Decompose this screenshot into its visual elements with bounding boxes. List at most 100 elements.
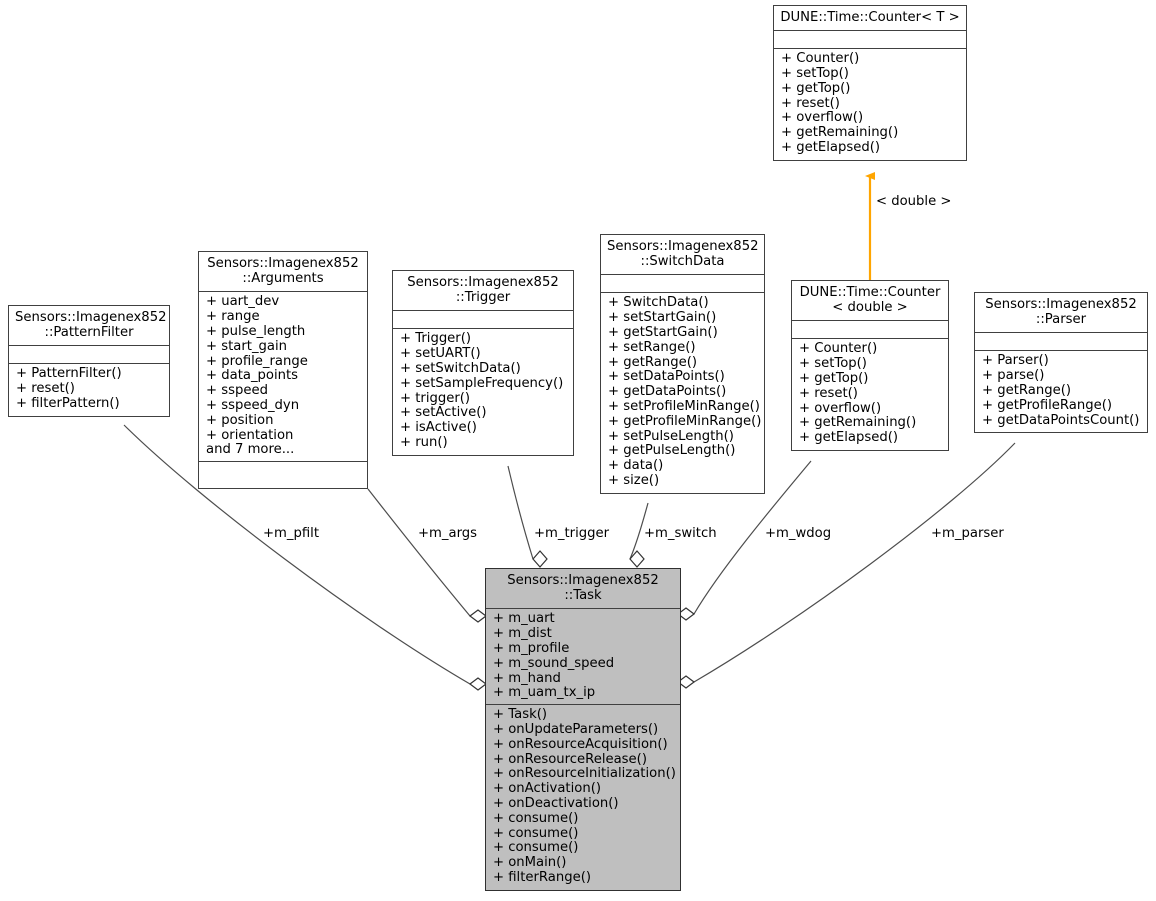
operation-row: + setActive(): [400, 405, 487, 421]
edge-label-m-pfilt: +m_pfilt: [263, 526, 320, 541]
edge-m-trigger: [507, 465, 548, 568]
attribute-row: + sspeed_dyn: [206, 397, 300, 413]
template-binding-label: < double >: [876, 194, 952, 209]
operation-row: + onUpdateParameters(): [493, 721, 659, 737]
class-operations-pattern-filter: + PatternFilter() + reset() + filterPatt…: [9, 364, 169, 415]
class-attributes-arguments: + uart_dev + range + pulse_length + star…: [199, 292, 367, 463]
operation-row: + reset(): [16, 381, 75, 397]
class-attributes-parser: [975, 333, 1147, 352]
operation-row: + getStartGain(): [608, 325, 718, 340]
operation-row: + getDataPoints(): [608, 384, 727, 400]
attribute-row: + m_uart: [493, 611, 555, 627]
class-operations-counter-double: + Counter() + setTop() + getTop() + rese…: [792, 339, 948, 450]
class-operations-parser: + Parser() + parse() + getRange() + getP…: [975, 351, 1147, 432]
attribute-row: + uart_dev: [206, 294, 280, 310]
operation-row: + onMain(): [493, 855, 567, 871]
class-attributes-task: + m_uart + m_dist + m_profile + m_sound_…: [486, 609, 680, 706]
operation-row: + onResourceInitialization(): [493, 766, 676, 782]
operation-row: + setTop(): [781, 66, 849, 81]
class-box-counter-t[interactable]: DUNE::Time::Counter< T > + Counter() + s…: [773, 5, 967, 161]
attribute-row: + m_profile: [493, 641, 570, 656]
class-box-parser[interactable]: Sensors::Imagenex852 ::Parser + Parser()…: [974, 292, 1148, 434]
operation-row: + onResourceRelease(): [493, 751, 647, 767]
class-box-arguments[interactable]: Sensors::Imagenex852 ::Arguments + uart_…: [198, 251, 368, 490]
operation-row: + getPulseLength(): [608, 443, 736, 459]
operation-row: + getRange(): [608, 354, 697, 370]
operation-row: + data(): [608, 458, 664, 474]
operation-row: + filterPattern(): [16, 396, 120, 411]
class-box-task[interactable]: Sensors::Imagenex852 ::Task + m_uart + m…: [485, 568, 681, 891]
class-operations-switch-data: + SwitchData() + setStartGain() + getSta…: [601, 293, 764, 492]
attribute-row: + pulse_length: [206, 324, 306, 339]
class-title-parser: Sensors::Imagenex852 ::Parser: [975, 293, 1147, 334]
operation-row: + setSampleFrequency(): [400, 375, 564, 391]
operation-row: + parse(): [982, 368, 1045, 384]
edge-label-m-wdog: +m_wdog: [765, 526, 832, 541]
operation-row: + overflow(): [781, 110, 864, 126]
attribute-row: + m_hand: [493, 670, 561, 686]
operation-row: + getElapsed(): [799, 430, 898, 446]
class-title-task: Sensors::Imagenex852 ::Task: [486, 569, 680, 610]
attribute-row: + profile_range: [206, 353, 308, 369]
operation-row: + isActive(): [400, 420, 477, 436]
operation-row: + setSwitchData(): [400, 361, 521, 376]
attribute-row: + data_points: [206, 368, 299, 384]
attribute-row: + orientation: [206, 427, 294, 443]
operation-row: + getDataPointsCount(): [982, 412, 1140, 428]
operation-row: + getTop(): [781, 80, 851, 96]
edge-m-args: [367, 488, 487, 623]
operation-row: + setProfileMinRange(): [608, 398, 760, 414]
class-attributes-trigger: [393, 311, 573, 330]
operation-row: + overflow(): [799, 400, 882, 416]
class-title-trigger: Sensors::Imagenex852 ::Trigger: [393, 271, 573, 312]
operation-row: + Trigger(): [400, 331, 472, 347]
operation-row: + getTop(): [799, 371, 869, 386]
class-title-switch-data: Sensors::Imagenex852 ::SwitchData: [601, 235, 764, 276]
operation-row: + setDataPoints(): [608, 369, 725, 385]
attribute-row: + position: [206, 412, 274, 428]
attribute-row: + range: [206, 309, 260, 325]
class-attributes-counter-double: [792, 321, 948, 340]
class-attributes-switch-data: [601, 275, 764, 294]
edge-label-m-parser: +m_parser: [931, 526, 1004, 541]
class-title-pattern-filter: Sensors::Imagenex852 ::PatternFilter: [9, 306, 169, 347]
class-box-trigger[interactable]: Sensors::Imagenex852 ::Trigger + Trigger…: [392, 270, 574, 456]
attribute-row: + m_uam_tx_ip: [493, 685, 596, 701]
operation-row: + setPulseLength(): [608, 428, 734, 444]
operation-row: + PatternFilter(): [16, 366, 122, 382]
attribute-row: + m_dist: [493, 626, 552, 642]
class-box-counter-double[interactable]: DUNE::Time::Counter < double > + Counter…: [791, 280, 949, 451]
operation-row: + getRange(): [982, 383, 1071, 398]
operation-row: + SwitchData(): [608, 295, 709, 311]
edge-label-m-switch: +m_switch: [644, 526, 717, 541]
operation-row: + getRemaining(): [781, 125, 899, 141]
class-operations-trigger: + Trigger() + setUART() + setSwitchData(…: [393, 329, 573, 454]
operation-row: + consume(): [493, 810, 579, 826]
attribute-row: + sspeed: [206, 383, 268, 399]
operation-row: + size(): [608, 472, 660, 488]
class-operations-task: + Task() + onUpdateParameters() + onReso…: [486, 705, 680, 890]
class-box-switch-data[interactable]: Sensors::Imagenex852 ::SwitchData + Swit…: [600, 234, 765, 494]
class-title-counter-t: DUNE::Time::Counter< T >: [774, 6, 966, 32]
operation-row: + consume(): [493, 825, 579, 841]
class-operations-counter-t: + Counter() + setTop() + getTop() + rese…: [774, 49, 966, 160]
class-attributes-counter-t: [774, 31, 966, 50]
operation-row: + setStartGain(): [608, 310, 717, 326]
operation-row: + Parser(): [982, 353, 1049, 369]
attribute-row-more: and 7 more...: [206, 442, 295, 458]
operation-row: + onDeactivation(): [493, 795, 619, 811]
operation-row: + onResourceAcquisition(): [493, 736, 668, 752]
operation-row: + reset(): [799, 385, 858, 401]
class-title-counter-double: DUNE::Time::Counter < double >: [792, 281, 948, 322]
class-box-pattern-filter[interactable]: Sensors::Imagenex852 ::PatternFilter + P…: [8, 305, 170, 417]
attribute-row: + start_gain: [206, 338, 288, 354]
class-operations-arguments: [199, 462, 367, 488]
operation-row: + setTop(): [799, 356, 867, 372]
operation-row: + onActivation(): [493, 781, 601, 797]
edge-label-m-trigger: +m_trigger: [534, 526, 610, 541]
attribute-row: + m_sound_speed: [493, 655, 615, 671]
operation-row: + getRemaining(): [799, 415, 917, 431]
operation-row: + setRange(): [608, 339, 696, 355]
operation-row: + Counter(): [781, 51, 860, 67]
